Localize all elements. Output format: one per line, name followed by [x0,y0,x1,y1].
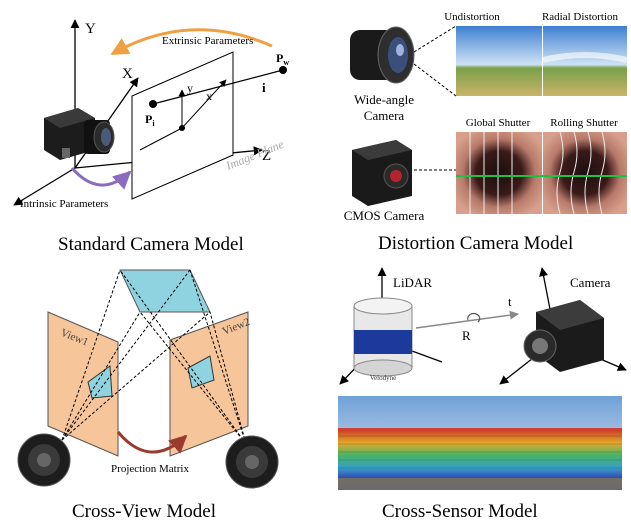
global-shutter-photo [456,132,542,214]
rolling-shutter-photo [543,132,627,214]
cross-sensor-caption: Cross-Sensor Model [382,501,538,522]
distortion-caption: Distortion Camera Model [378,233,573,254]
ray-label: i [262,80,266,95]
projection-ray [152,69,284,105]
view2-plane [169,311,249,457]
lidar-icon: Velodyne [353,297,413,382]
standard-camera-panel: Y X Z Image Plane y x Pi Pw i Extrinsic … [13,19,289,255]
pw-label: Pw [276,51,289,67]
undistortion-photo [456,26,542,96]
intrinsic-label: Intrinsic Parameters [20,198,108,210]
projection-rays [61,269,247,445]
rotation-arrow [467,312,481,323]
scan-lines [338,435,622,469]
projection-matrix-arrow [116,431,188,454]
axis-neg-line [13,167,76,206]
principal-point [179,125,185,131]
axis-y-label: Y [85,21,96,37]
cross-sensor-panel: Velodyne LiDAR R t Camera Cross-Sensor M… [338,267,627,522]
axis-x-label: X [122,66,133,82]
plane-neg-axis [139,127,183,151]
camera-icon [225,435,279,489]
camera-label: Camera [570,275,611,290]
radial-distortion-label: Radial Distortion [542,11,619,23]
transform-arrow [415,310,519,329]
cross-view-caption: Cross-View Model [72,501,216,522]
wide-angle-label: Wide-angle [354,92,414,107]
image-point [149,100,157,108]
plane-x-label: x [206,89,212,103]
global-shutter-label: Global Shutter [466,117,531,129]
dash-line [413,25,457,53]
camera-icon [523,300,604,372]
velodyne-label: Velodyne [370,374,396,382]
guitar-strings [469,131,606,215]
wide-angle-lens-icon [350,26,415,84]
wide-angle-camera-label: Camera [364,108,405,123]
plane-x-axis [181,79,227,129]
extrinsic-label: Extrinsic Parameters [162,35,253,47]
cmos-camera-label: CMOS Camera [344,208,425,223]
rotation-label: R [462,328,471,343]
lidar-projection-overlay [338,428,622,478]
rolling-shutter-label: Rolling Shutter [550,117,618,129]
distortion-camera-panel: Undistortion Radial Distortion Wide-angl… [344,11,628,254]
standard-caption: Standard Camera Model [58,234,244,255]
axis-z-label: Z [262,148,271,164]
cross-view-panel: View1 View2 Projection Matrix Cross-View… [17,269,279,522]
intrinsic-arrow [70,167,132,190]
dash-line [413,63,457,97]
extrinsic-arrow [110,28,273,56]
camera-icon [17,433,71,487]
view1-plane [47,311,119,457]
plane-y-label: y [187,81,193,95]
world-point [279,66,287,74]
translation-label: t [508,294,512,309]
cmos-camera-icon [352,140,412,206]
lidar-label: LiDAR [393,275,432,290]
undistortion-label: Undistortion [444,11,500,23]
projection-matrix-label: Projection Matrix [111,463,189,475]
camera-icon [44,108,115,160]
radial-curve [542,52,628,63]
pi-label: Pi [145,112,155,128]
radial-distortion-photo [543,26,627,96]
